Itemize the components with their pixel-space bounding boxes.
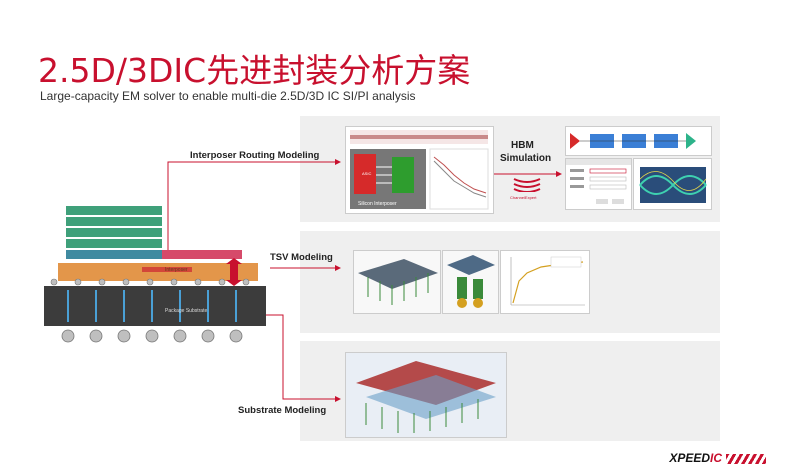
- logo-text-main: XPEED: [669, 451, 710, 465]
- asic-label: ASIC: [362, 171, 372, 176]
- label-substrate: Substrate Modeling: [238, 405, 327, 416]
- package-substrate-label: Package Substrate: [165, 308, 208, 314]
- tsv-model-thumbnail-1: [353, 250, 441, 314]
- xpeedic-logo: XPEEDIC: [669, 451, 766, 465]
- logo-text-accent: IC: [710, 451, 722, 465]
- logo-stripes-icon: [726, 453, 766, 464]
- hbm-topology-thumbnail: [565, 126, 712, 156]
- hbm-eye-diagram-thumbnail: [633, 158, 712, 210]
- interposer-routing-thumbnail: ASIC Silicon Interposer: [345, 126, 494, 214]
- silicon-interposer-label: Silicon Interposer: [358, 201, 397, 207]
- channelexpert-label: ChannelExpert: [510, 195, 537, 200]
- tsv-model-thumbnail-2: [442, 250, 499, 314]
- hbm-subtitle: Simulation: [500, 153, 552, 164]
- package-stack-illustration: [44, 206, 266, 343]
- tsv-response-chart-thumbnail: [500, 250, 590, 314]
- page-subtitle: Large-capacity EM solver to enable multi…: [40, 89, 416, 103]
- interposer-label: Interposer: [165, 267, 188, 273]
- substrate-model-thumbnail: [345, 352, 507, 438]
- label-tsv: TSV Modeling: [270, 252, 333, 263]
- page-title: 2.5D/3DIC先进封装分析方案: [38, 51, 471, 90]
- channelexpert-logo-icon: [513, 178, 541, 192]
- hbm-title: HBM: [511, 140, 534, 151]
- hbm-settings-thumbnail: [565, 158, 632, 210]
- label-interposer-routing: Interposer Routing Modeling: [190, 150, 320, 161]
